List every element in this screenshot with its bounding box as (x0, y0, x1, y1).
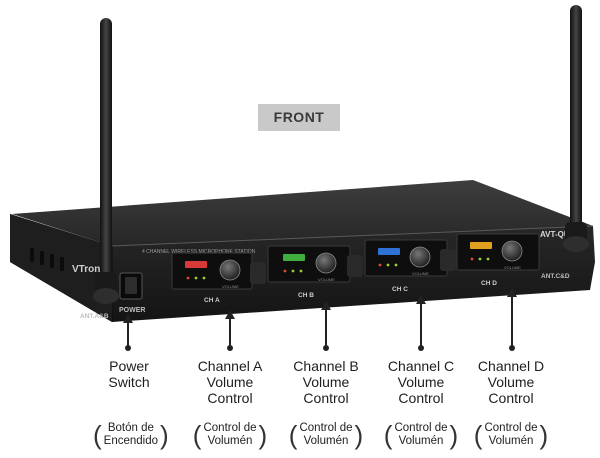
ant-ab-label: ANT.A&B (80, 313, 109, 320)
front-badge: FRONT (258, 104, 340, 131)
channel-module-d: CH D VOLUME (456, 233, 540, 287)
arrow-channel-d (507, 288, 517, 351)
antenna-right (563, 5, 589, 252)
svg-text:VOLUME: VOLUME (318, 277, 335, 282)
device-model: AVT-QU (540, 230, 570, 239)
ant-cd-label: ANT.C&D (541, 273, 570, 280)
arrow-channel-a (225, 310, 235, 351)
channel-module-c: CH C VOLUME (364, 239, 456, 293)
antenna-left (93, 18, 119, 304)
svg-text:CH A: CH A (204, 297, 220, 304)
brand-logo: VTron (72, 264, 100, 275)
chassis-top (12, 180, 593, 246)
arrow-power (123, 314, 133, 351)
svg-text:CH D: CH D (481, 280, 497, 287)
svg-text:VOLUME: VOLUME (222, 284, 239, 289)
device-subtitle: 4 CHANNEL WIRELESS MICROPHONE STATION (142, 249, 256, 255)
svg-text:CH C: CH C (392, 286, 408, 293)
indicator-leds (186, 257, 490, 280)
receiver-illustration: VTron 4 CHANNEL WIRELESS MICROPHONE STAT… (10, 5, 595, 322)
volume-knob-c (409, 246, 431, 268)
svg-text:VOLUME: VOLUME (504, 265, 521, 270)
arrow-channel-b (321, 301, 331, 351)
arrow-channel-c (416, 295, 426, 351)
svg-text:VOLUME: VOLUME (412, 271, 429, 276)
svg-text:CH B: CH B (298, 292, 314, 299)
volume-knob-d (501, 240, 523, 262)
volume-knob-a (219, 259, 241, 281)
channel-module-b: CH B VOLUME (267, 245, 363, 299)
channel-module-a: CH A VOLUME (171, 252, 266, 304)
volume-knob-b (315, 252, 337, 274)
power-label: POWER (119, 307, 145, 314)
